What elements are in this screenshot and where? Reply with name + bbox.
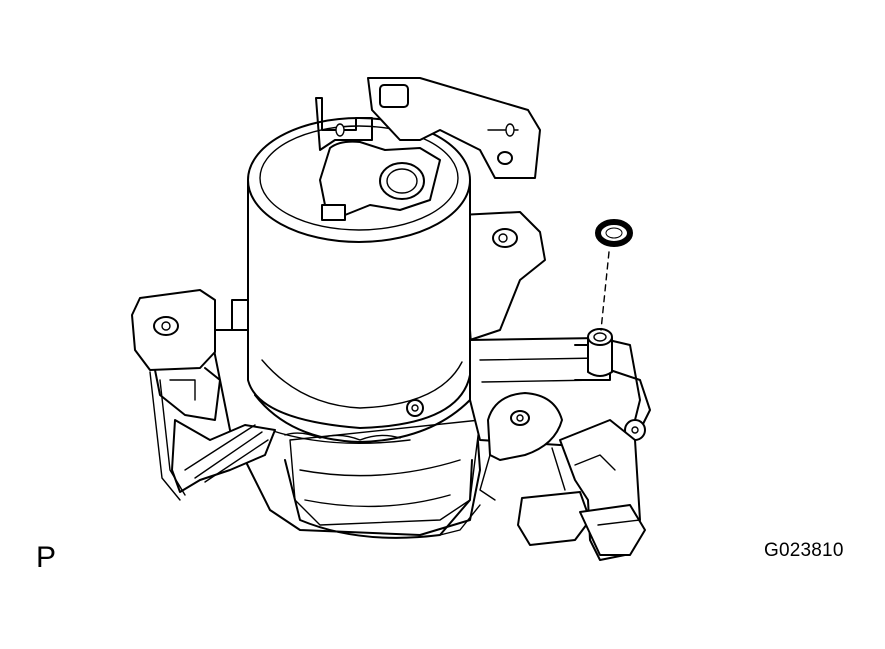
install-direction-dashed-line [600, 251, 610, 331]
right-sensor-connector [517, 419, 646, 561]
pump-lower-body [284, 459, 481, 539]
view-letter-label: P [36, 541, 57, 574]
figure-code-label: G023810 [764, 540, 844, 561]
left-wire-harness-connector [149, 371, 276, 501]
right-mount-bracket [479, 392, 563, 501]
o-ring [595, 219, 633, 247]
outlet-port-fitting [587, 328, 613, 377]
motor-top-bracket [315, 77, 541, 221]
left-mounting-bracket [131, 289, 221, 421]
